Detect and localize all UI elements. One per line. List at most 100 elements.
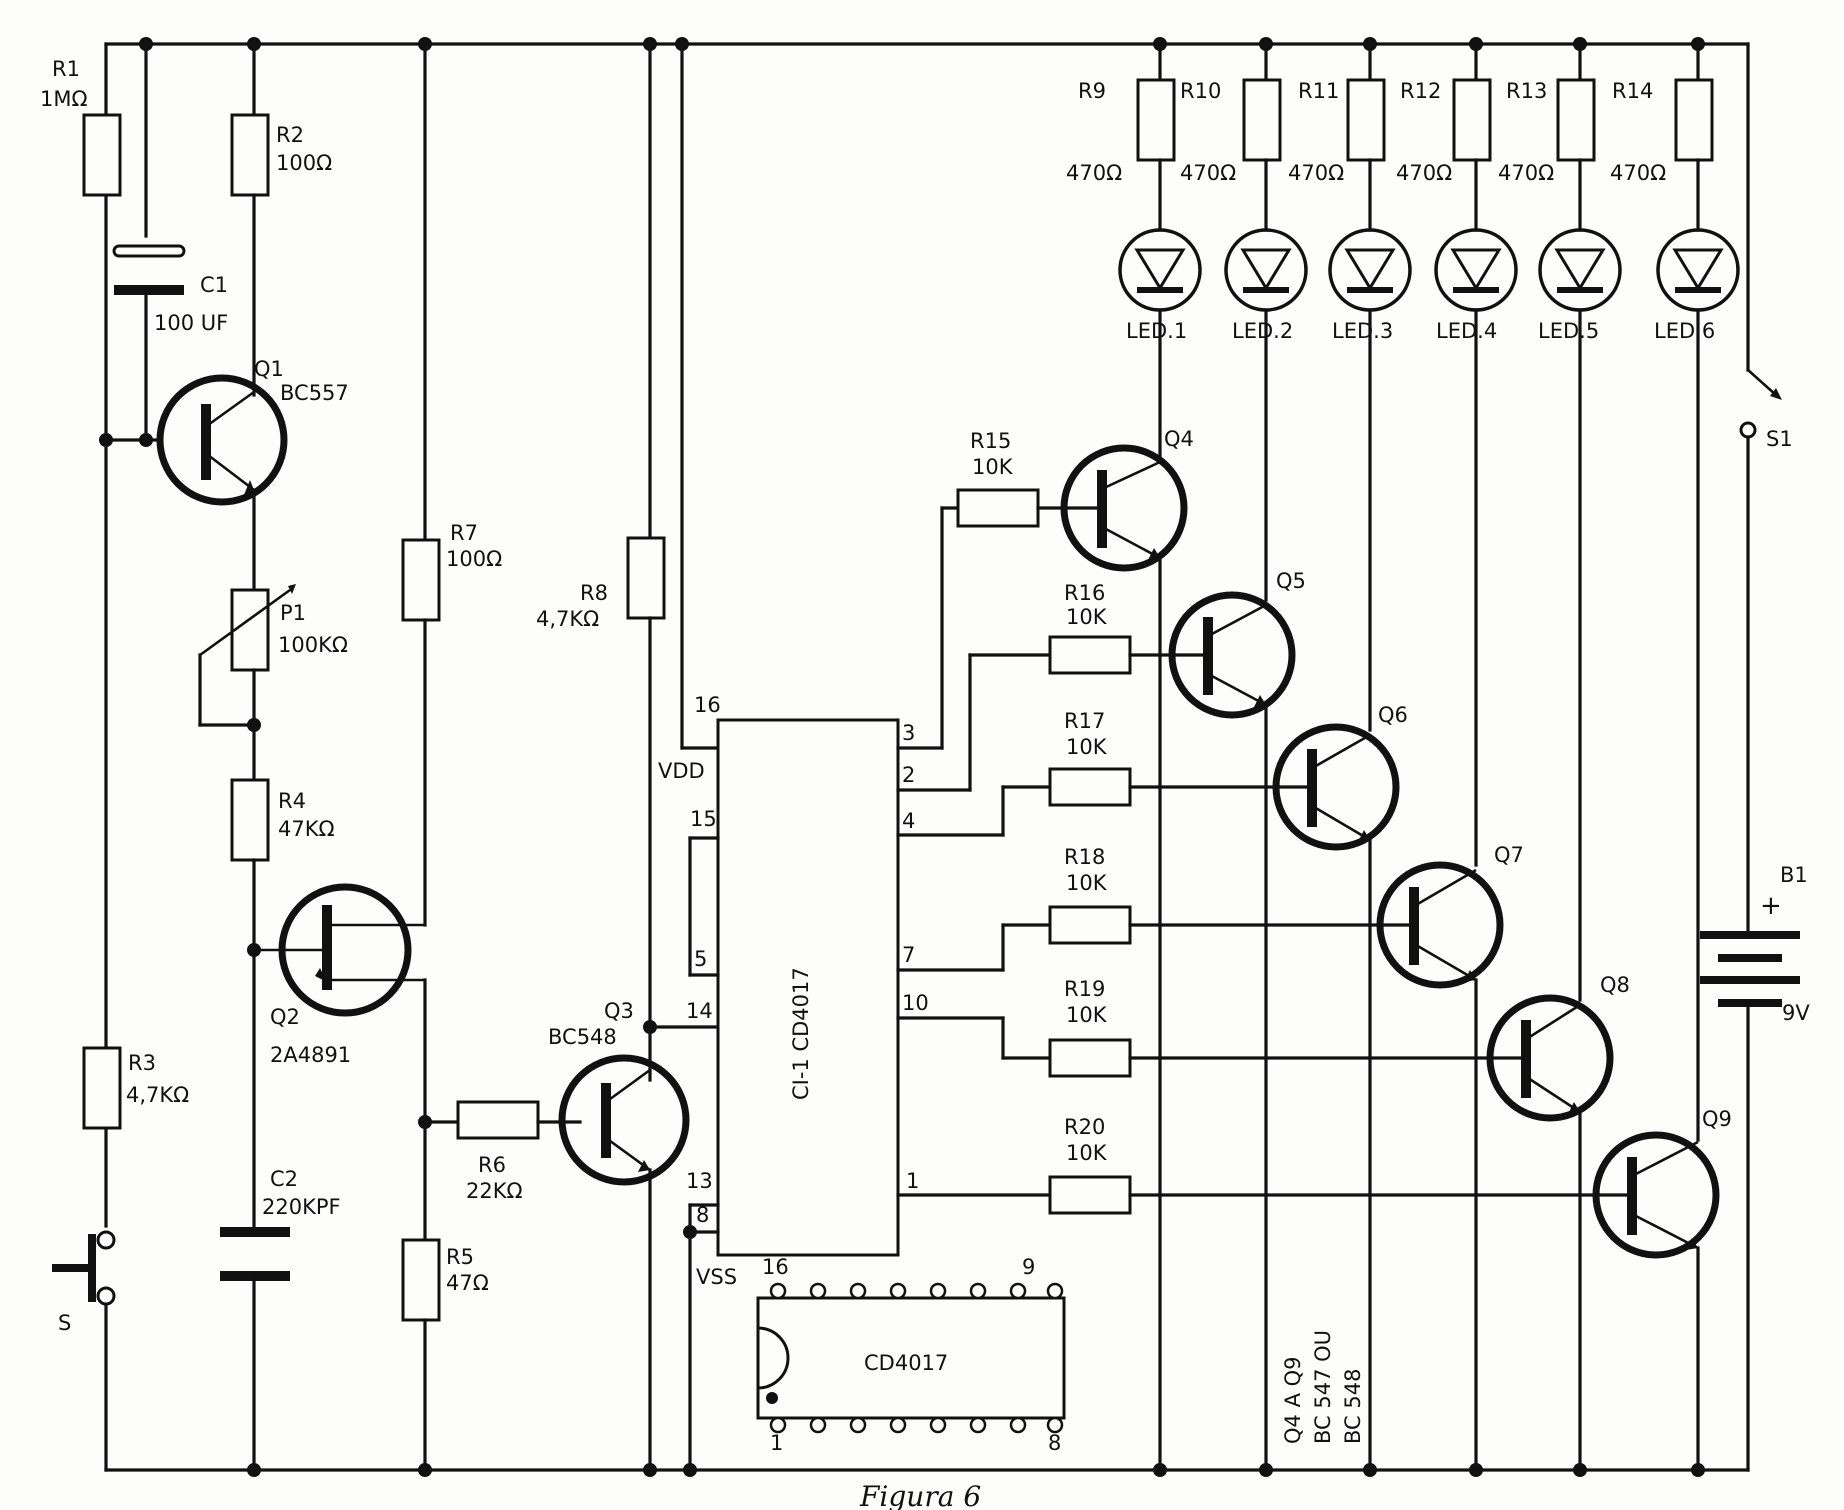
r10-value: 470Ω bbox=[1180, 161, 1236, 185]
r8-value: 4,7KΩ bbox=[536, 607, 599, 631]
r13-value: 470Ω bbox=[1498, 161, 1554, 185]
r3-value: 4,7KΩ bbox=[126, 1083, 189, 1107]
r7-value: 100Ω bbox=[446, 547, 502, 571]
ic-pin-4: 4 bbox=[902, 809, 915, 833]
power-rails bbox=[104, 42, 1750, 1472]
r8-resistor bbox=[626, 536, 666, 620]
package-pin-9: 9 bbox=[1022, 1255, 1035, 1279]
leds bbox=[1118, 228, 1740, 312]
r6-resistor bbox=[456, 1100, 540, 1140]
led3-label: LED.3 bbox=[1332, 319, 1393, 343]
q1-label: Q1 bbox=[254, 357, 284, 381]
ic-name: CI-1 CD4017 bbox=[789, 967, 813, 1100]
r19-value: 10K bbox=[1066, 1003, 1108, 1027]
r15-value: 10K bbox=[972, 455, 1014, 479]
cd4017-package bbox=[756, 1282, 1066, 1434]
ic-pin-13: 13 bbox=[686, 1169, 713, 1193]
r10-label: R10 bbox=[1180, 79, 1221, 103]
q5-label: Q5 bbox=[1276, 569, 1306, 593]
q9-label: Q9 bbox=[1702, 1107, 1732, 1131]
package-pin-8: 8 bbox=[1048, 1431, 1061, 1455]
cd4017-ic bbox=[716, 718, 900, 1257]
ic-pin-3: 3 bbox=[902, 721, 915, 745]
package-pin-1: 1 bbox=[770, 1431, 783, 1455]
r16-value: 10K bbox=[1066, 605, 1108, 629]
output-transistors bbox=[1060, 444, 1720, 1259]
c2-value: 220KPF bbox=[262, 1195, 341, 1219]
ic-pin-2: 2 bbox=[902, 763, 915, 787]
q1-type: BC557 bbox=[280, 381, 349, 405]
c1-value: 100 UF bbox=[154, 311, 228, 335]
ic-pin-1: 1 bbox=[906, 1169, 919, 1193]
q4-label: Q4 bbox=[1164, 427, 1194, 451]
note-line-2: BC 547 OU bbox=[1311, 1330, 1335, 1444]
r18-value: 10K bbox=[1066, 871, 1108, 895]
r13-label: R13 bbox=[1506, 79, 1547, 103]
ic-pin-8: 8 bbox=[696, 1203, 709, 1227]
led2-label: LED.2 bbox=[1232, 319, 1293, 343]
ic-pin-16: 16 bbox=[694, 693, 721, 717]
q3-label: Q3 bbox=[604, 999, 634, 1023]
ic-pin-5: 5 bbox=[694, 947, 707, 971]
c1-label: C1 bbox=[200, 273, 228, 297]
led4-label: LED.4 bbox=[1436, 319, 1497, 343]
note-line-1: Q4 A Q9 bbox=[1281, 1357, 1305, 1445]
q2-transistor bbox=[254, 883, 425, 1017]
r15-label: R15 bbox=[970, 429, 1011, 453]
r14-label: R14 bbox=[1612, 79, 1653, 103]
r5-resistor bbox=[401, 1238, 441, 1322]
q6-label: Q6 bbox=[1378, 703, 1408, 727]
r6-value: 22KΩ bbox=[466, 1179, 523, 1203]
led-columns bbox=[1136, 42, 1714, 232]
r20-value: 10K bbox=[1066, 1141, 1108, 1165]
ic-vdd: VDD bbox=[658, 759, 705, 783]
r2-resistor bbox=[230, 113, 270, 197]
q2-type: 2A4891 bbox=[270, 1043, 351, 1067]
s-label: S bbox=[58, 1311, 71, 1335]
r14-value: 470Ω bbox=[1610, 161, 1666, 185]
r20-label: R20 bbox=[1064, 1115, 1105, 1139]
q8-label: Q8 bbox=[1600, 973, 1630, 997]
figure-caption: Figura 6 bbox=[859, 1480, 981, 1510]
b1-label: B1 bbox=[1780, 863, 1808, 887]
r11-value: 470Ω bbox=[1288, 161, 1344, 185]
c2-label: C2 bbox=[270, 1167, 298, 1191]
r1-label: R1 bbox=[52, 57, 80, 81]
package-label: CD4017 bbox=[864, 1351, 948, 1375]
base-resistors bbox=[956, 488, 1132, 1215]
labels: R1 1MΩ R2 100Ω C1 100 UF Q1 BC557 P1 100… bbox=[40, 57, 1810, 1510]
r1-resistor bbox=[82, 113, 122, 197]
led1-label: LED.1 bbox=[1126, 319, 1187, 343]
r11-label: R11 bbox=[1298, 79, 1339, 103]
r7-label: R7 bbox=[450, 521, 478, 545]
s1-switch bbox=[1739, 42, 1782, 937]
q2-label: Q2 bbox=[270, 1005, 300, 1029]
r4-resistor bbox=[230, 778, 270, 862]
r3-resistor bbox=[82, 1046, 122, 1130]
b1-plus: + bbox=[1760, 891, 1782, 921]
p1-label: P1 bbox=[280, 601, 306, 625]
r9-value: 470Ω bbox=[1066, 161, 1122, 185]
r18-label: R18 bbox=[1064, 845, 1105, 869]
r6-label: R6 bbox=[478, 1153, 506, 1177]
r4-value: 47KΩ bbox=[278, 817, 335, 841]
r5-label: R5 bbox=[446, 1245, 474, 1269]
r17-label: R17 bbox=[1064, 709, 1105, 733]
p1-value: 100KΩ bbox=[278, 633, 348, 657]
q3-transistor bbox=[558, 1054, 690, 1186]
s-push-button bbox=[52, 1230, 116, 1306]
q3-type: BC548 bbox=[548, 1025, 617, 1049]
b1-voltage: 9V bbox=[1782, 1001, 1810, 1025]
led5-label: LED.5 bbox=[1538, 319, 1599, 343]
r4-label: R4 bbox=[278, 789, 306, 813]
ic-vss: VSS bbox=[696, 1265, 737, 1289]
ic-pin-10: 10 bbox=[902, 991, 929, 1015]
q7-label: Q7 bbox=[1494, 843, 1524, 867]
led6-label: LED.6 bbox=[1654, 319, 1715, 343]
r3-label: R3 bbox=[128, 1051, 156, 1075]
junction-dots bbox=[99, 37, 1705, 1477]
ic-pin-15: 15 bbox=[690, 807, 717, 831]
c1-capacitor-top-plate bbox=[112, 244, 186, 258]
